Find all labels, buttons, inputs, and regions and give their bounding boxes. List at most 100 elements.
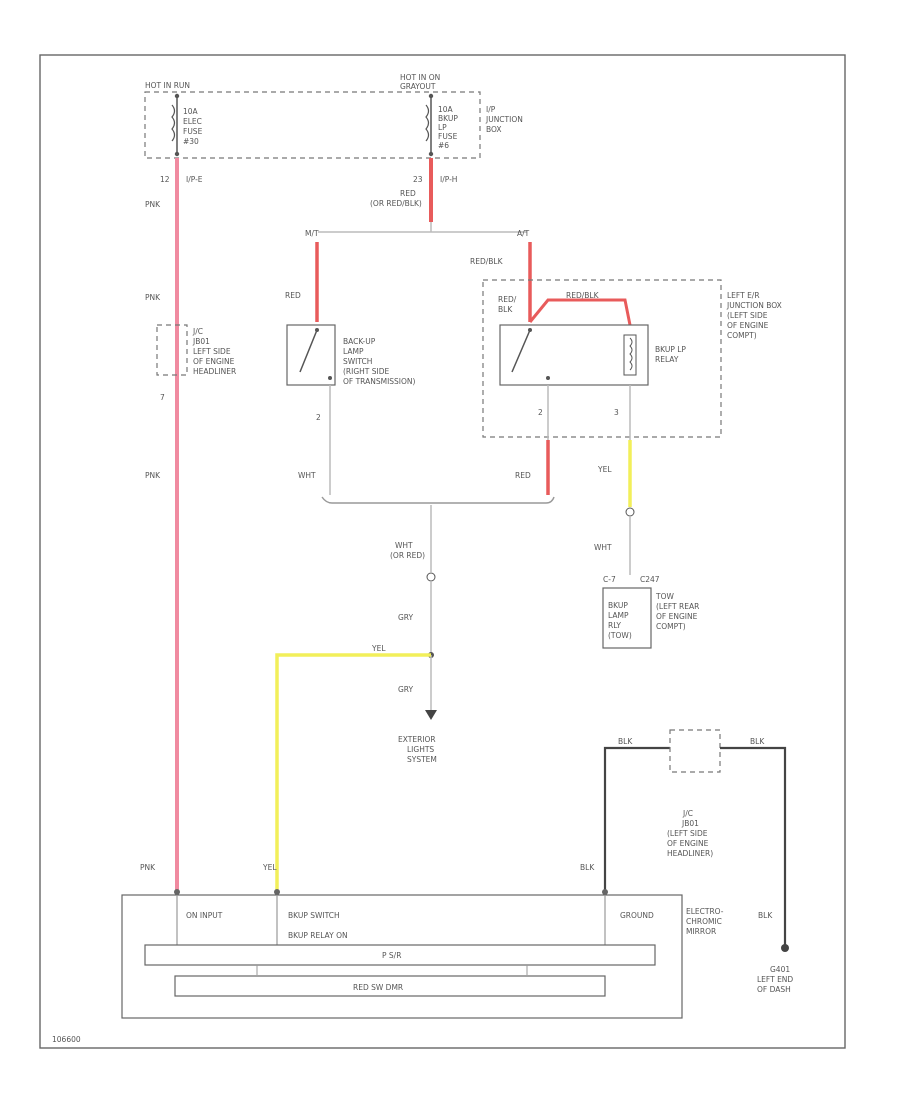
fuse-2-label-0: 10A	[438, 105, 454, 114]
wht-or-red-label-1: (OR RED)	[390, 551, 425, 560]
conn-detail-1: (LEFT REAR	[656, 602, 699, 611]
exterior-label-2: SYSTEM	[407, 755, 437, 764]
wht-or-red-label-0: WHT	[395, 541, 413, 550]
mirror-input-1: ON INPUT	[186, 911, 223, 920]
ip-box-label-2: BOX	[486, 125, 502, 134]
left-jbox-label-4: COMPT)	[727, 331, 757, 340]
ip-box-label-0: I/P	[486, 105, 496, 114]
left-jbox-label-0: LEFT E/R	[727, 291, 760, 300]
bkup-lamp-box-1: LAMP	[608, 611, 629, 620]
red-blk-label: RED/BLK	[470, 257, 504, 266]
left-er-junction-box: LEFT E/R JUNCTION BOX (LEFT SIDE OF ENGI…	[482, 279, 782, 438]
splice-mt: M/T	[305, 229, 319, 238]
fuse-1-label-2: FUSE	[183, 127, 203, 136]
blk-label-3: BLK	[580, 863, 595, 872]
mirror-input-2-0: BKUP SWITCH	[288, 911, 340, 920]
conn-detail-2: OF ENGINE	[656, 612, 698, 621]
pnk-label-2: PNK	[145, 293, 161, 302]
gry-label-1: GRY	[398, 613, 414, 622]
fuse-1-label-3: #30	[183, 137, 199, 146]
pnk-wire: PNK PNK PNK PNK	[140, 158, 179, 890]
yel-label-3: YEL	[262, 863, 277, 872]
wht-label-2: WHT	[594, 543, 612, 552]
mirror-bar-1: P S/R	[382, 951, 401, 960]
fuse-1-label-0: 10A	[183, 107, 199, 116]
jc-left-label-3: OF ENGINE	[193, 357, 235, 366]
jc-right-label-3: OF ENGINE	[667, 839, 709, 848]
left-jbox-label-1: JUNCTION BOX	[726, 301, 782, 310]
fuse-2-label-4: #6	[438, 141, 449, 150]
jc-right-label-2: (LEFT SIDE	[667, 829, 708, 838]
red-blk-relay-label-1: BLK	[498, 305, 513, 314]
pnk-label-4: PNK	[140, 863, 156, 872]
gry-label-2: GRY	[398, 685, 414, 694]
relay-label-0: BKUP LP	[655, 345, 686, 354]
blk-label-1: BLK	[618, 737, 633, 746]
blk-label-4: BLK	[758, 911, 773, 920]
backup-lamp-switch: BACK-UP LAMP SWITCH (RIGHT SIDE OF TRANS…	[286, 324, 416, 495]
backup-switch-label-1: LAMP	[343, 347, 364, 356]
ground-label-0: G401	[770, 965, 790, 974]
exterior-label-1: LIGHTS	[407, 745, 434, 754]
jc-left-label-0: J/C	[192, 327, 203, 336]
fuse-1: 10A ELEC FUSE #30	[171, 93, 203, 157]
pin-1-number: 12	[160, 175, 170, 184]
backup-switch-pin: 2	[316, 413, 321, 422]
conn-detail-3: COMPT)	[656, 622, 686, 631]
relay-pin-b: 3	[614, 408, 619, 417]
mirror-label-0: ELECTRO-	[686, 907, 724, 916]
electrochromic-mirror: ELECTRO- CHROMIC MIRROR ON INPUT BKUP SW…	[121, 889, 724, 1019]
yel-label-2: YEL	[371, 644, 386, 653]
jc-left-label-4: HEADLINER	[193, 367, 236, 376]
connector-label-1: C247	[640, 575, 660, 584]
pnk-label-1: PNK	[145, 200, 161, 209]
pin-1-connector: I/P-E	[186, 175, 203, 184]
pnk-label-3: PNK	[145, 471, 161, 480]
red-main-label-0: RED	[400, 189, 416, 198]
ip-box-label-1: JUNCTION	[485, 115, 523, 124]
relay-pin-a: 2	[538, 408, 543, 417]
jc-right-label-0: J/C	[682, 809, 693, 818]
ground-point	[781, 944, 789, 952]
tow-connector: C-7 C247 TOW (LEFT REAR OF ENGINE COMPT)…	[602, 575, 699, 649]
red-blk-relay-label-0: RED/	[498, 295, 517, 304]
exterior-label-0: EXTERIOR	[398, 735, 436, 744]
jc-right-label-4: HEADLINER)	[667, 849, 713, 858]
left-jbox-label-2: (LEFT SIDE	[727, 311, 768, 320]
backup-switch-label-4: OF TRANSMISSION)	[343, 377, 416, 386]
red-left-label: RED	[285, 291, 301, 300]
mirror-bar-2: RED SW DMR	[353, 983, 403, 992]
red-main-label-1: (OR RED/BLK)	[370, 199, 422, 208]
blk-label-2: BLK	[750, 737, 765, 746]
bkup-lamp-box-0: BKUP	[608, 601, 628, 610]
jc-right-label-1: JB01	[681, 819, 699, 828]
connector-label-0: C-7	[603, 575, 616, 584]
blk-ground-wires: BLK BLK J/C JB01 (LEFT SIDE OF ENGINE HE…	[580, 729, 793, 994]
red-bottom-label: RED	[515, 471, 531, 480]
ground-label-2: OF DASH	[757, 985, 791, 994]
relay-label-1: RELAY	[655, 355, 679, 364]
jc-left-pin: 7	[160, 393, 165, 402]
mirror-label-1: CHROMIC	[686, 917, 722, 926]
fuse-1-label-1: ELEC	[183, 117, 202, 126]
jc-left-label-2: LEFT SIDE	[193, 347, 231, 356]
fuse-2-label-2: LP	[438, 123, 447, 132]
diagram-frame	[39, 54, 846, 1049]
fuse-2-label-1: BKUP	[438, 114, 458, 123]
bkup-lamp-box-2: RLY	[608, 621, 621, 630]
fuse-hot-run-label: HOT IN RUN	[145, 81, 190, 90]
backup-switch-label-2: SWITCH	[343, 357, 372, 366]
mirror-input-2-1: BKUP RELAY ON	[288, 931, 348, 940]
splice-at: A/T	[517, 229, 530, 238]
red-main-wire: RED (OR RED/BLK) M/T A/T RED RED/BLK	[285, 158, 532, 322]
backup-switch-label-0: BACK-UP	[343, 337, 376, 346]
bkup-lamp-box-3: (TOW)	[608, 631, 632, 640]
mirror-label-2: MIRROR	[686, 927, 716, 936]
fuse-2: 10A BKUP LP FUSE #6	[425, 93, 458, 157]
conn-detail-0: TOW	[655, 592, 674, 601]
pin-2-number: 23	[413, 175, 423, 184]
ground-label-1: LEFT END	[757, 975, 793, 984]
